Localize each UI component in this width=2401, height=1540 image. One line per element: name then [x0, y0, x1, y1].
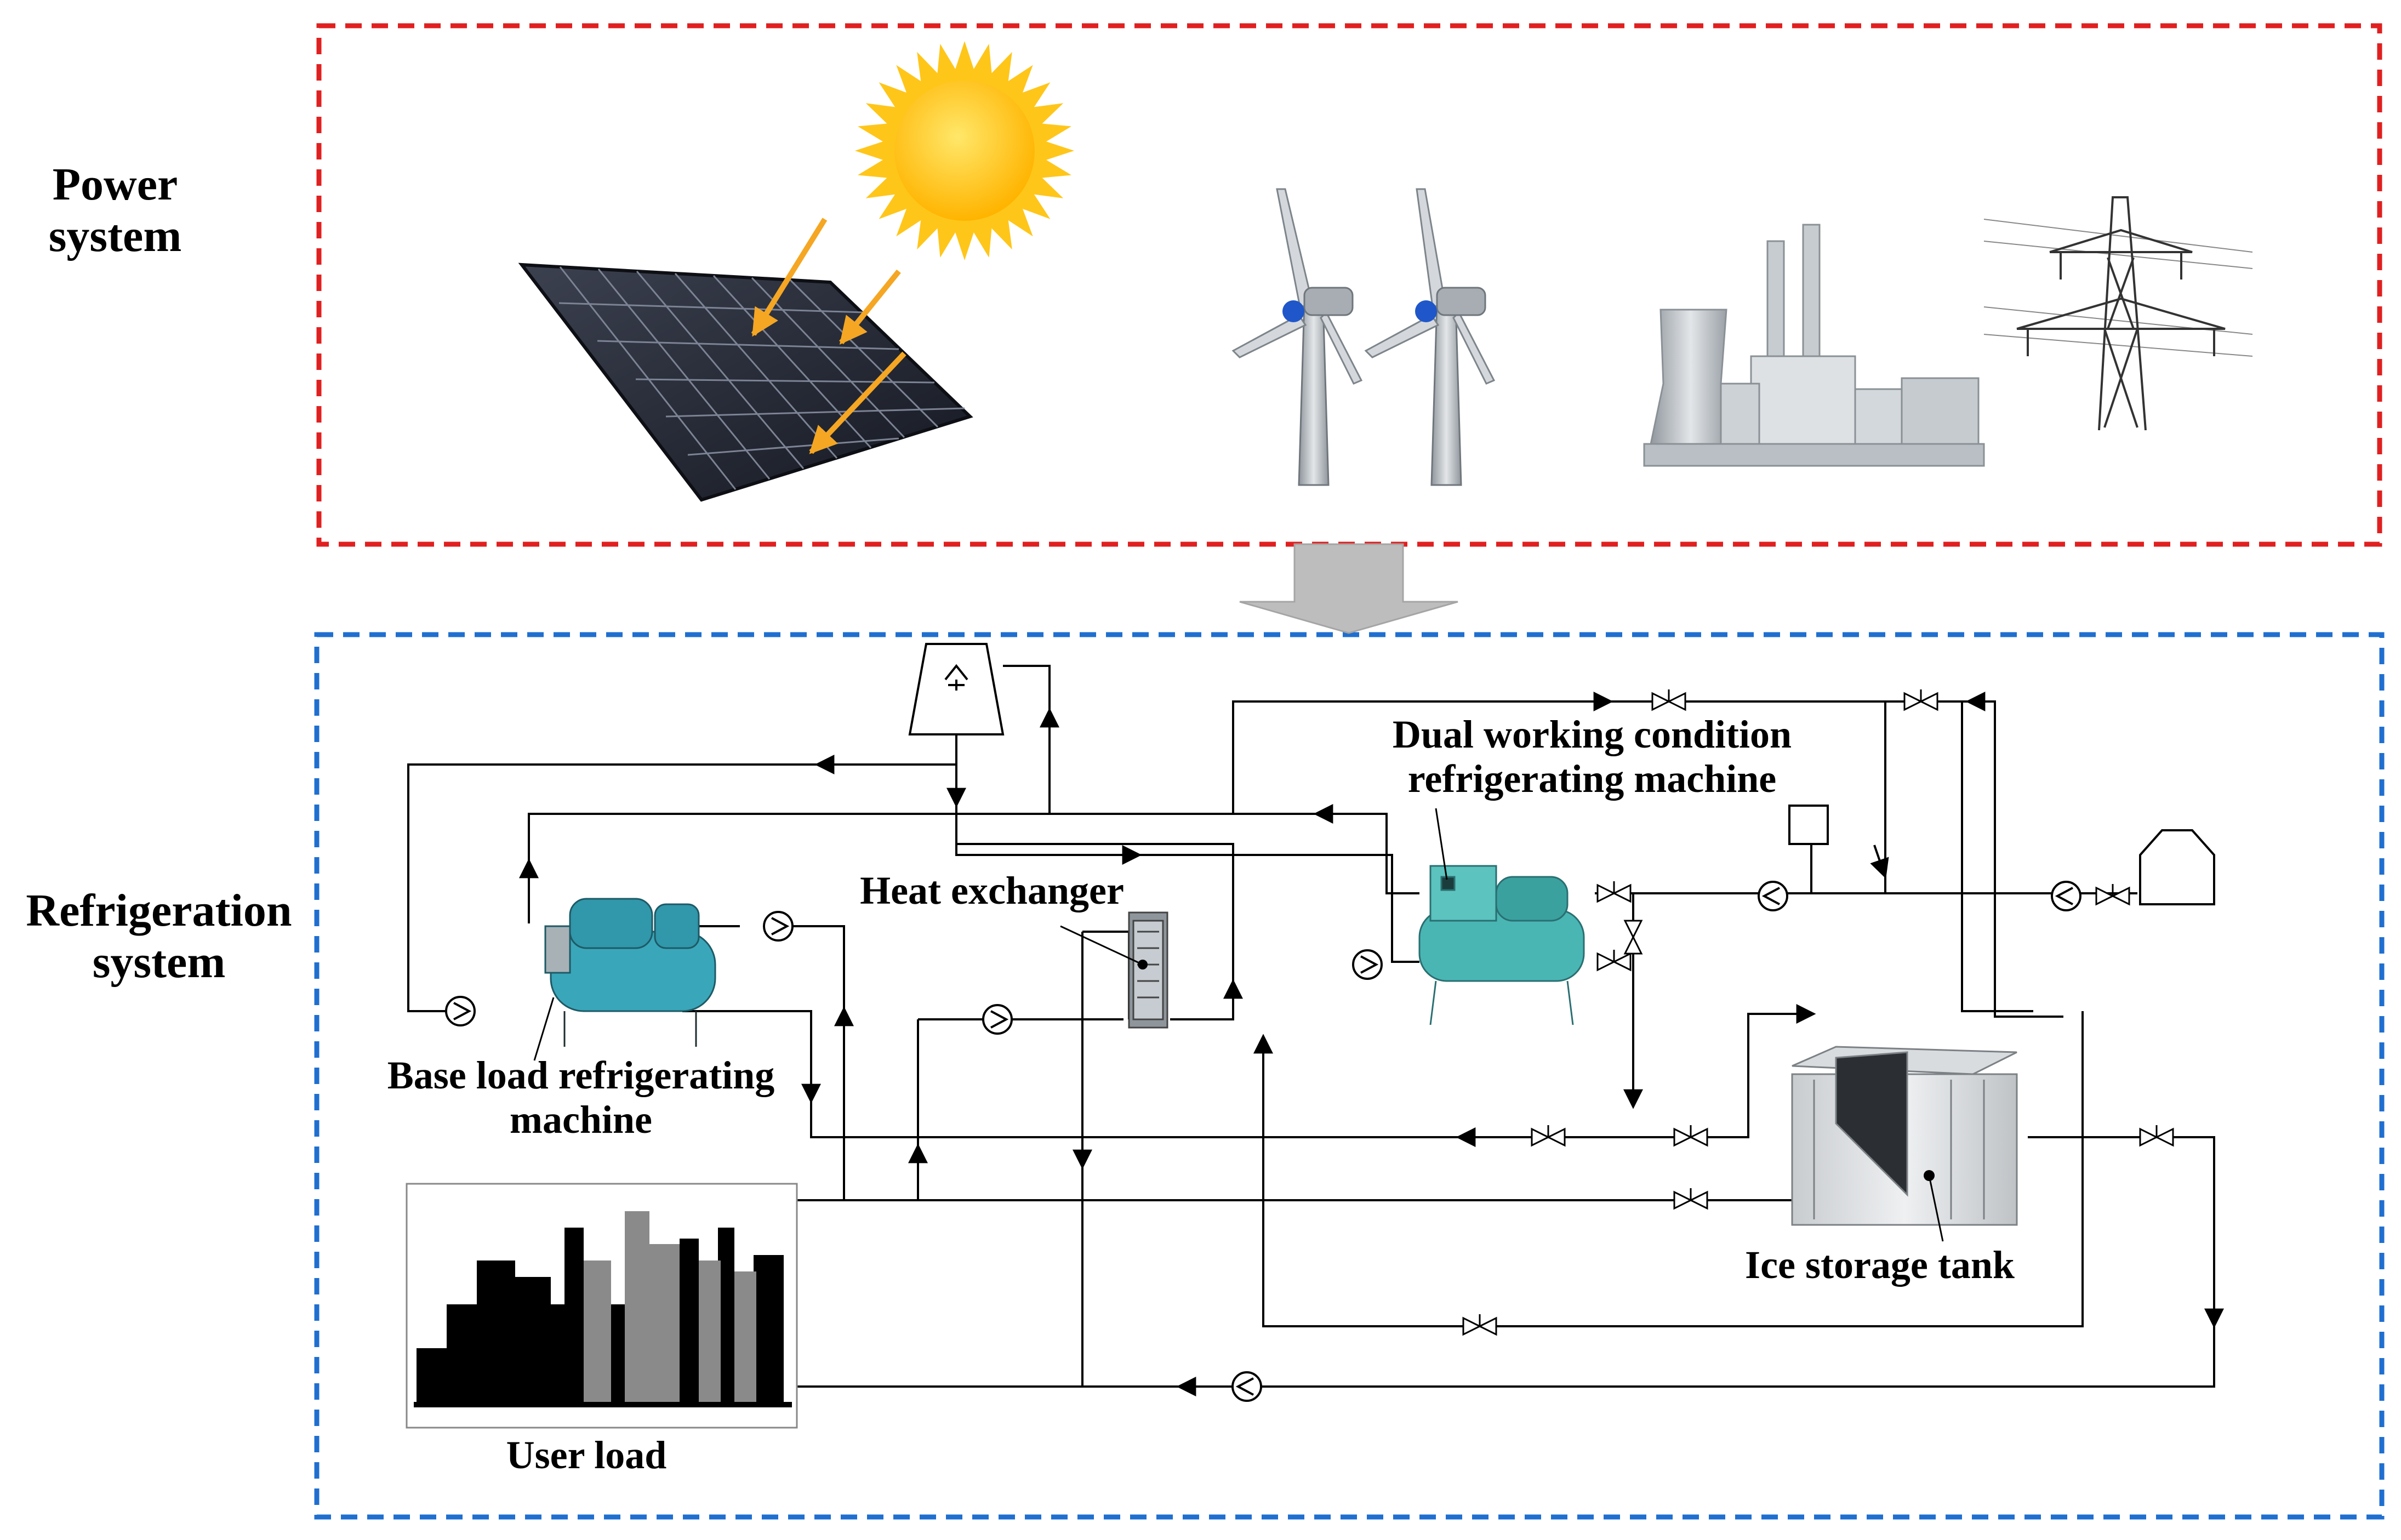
base-machine-leader: [533, 997, 555, 1061]
base-machine-label: Base load refrigerating machine: [387, 1053, 775, 1142]
valve-icon: [1462, 1314, 1497, 1336]
ice-storage-tank-icon: [1791, 1046, 2018, 1226]
pump-icon: [1758, 881, 1788, 911]
city-skyline-icon: [406, 1183, 798, 1429]
pump-icon: [982, 1004, 1013, 1035]
water-tank-icon: [2139, 829, 2215, 905]
solar-panel-icon: [518, 263, 973, 502]
refrigeration-system-label: Refrigeration system: [26, 885, 292, 988]
ice-tank-label: Ice storage tank: [1745, 1243, 2015, 1287]
valve-icon: [1596, 881, 1632, 903]
wind-turbine-icon: [1364, 188, 1496, 486]
valve-icon: [1596, 950, 1632, 972]
valve-icon: [1673, 1125, 1708, 1147]
pump-icon: [763, 911, 794, 942]
pump-icon: [1352, 949, 1383, 980]
valve-icon: [1531, 1125, 1566, 1147]
power-to-refrigeration-arrow: [1239, 543, 1458, 634]
dual-machine-leader: [1435, 808, 1448, 880]
heat-exchanger-leader: [1060, 925, 1143, 966]
sunlight-arrows: [751, 218, 906, 454]
sun-icon: [855, 41, 1074, 260]
heat-exchanger-label: Heat exchanger: [860, 869, 1124, 912]
refrigeration-system-frame: [314, 632, 2385, 1520]
user-load-label: User load: [506, 1433, 667, 1477]
base-load-machine-icon: [544, 898, 716, 1047]
valve-icon: [2095, 884, 2130, 906]
flow-arrows: [519, 692, 2224, 1396]
valve-icon: [1623, 920, 1643, 955]
dual-machine-label: Dual working condition refrigerating mac…: [1392, 712, 1792, 801]
dual-machine-icon: [1418, 865, 1585, 1025]
heat-exchanger-icon: [1128, 911, 1168, 1029]
pump-icon: [445, 996, 476, 1026]
pump-icon: [1231, 1371, 1262, 1402]
ice-tank-leader: [1928, 1175, 1944, 1242]
valve-icon: [1673, 1188, 1708, 1210]
power-system-label: Power system: [48, 159, 182, 262]
power-plant-icon: [1643, 224, 1985, 467]
pump-icon: [2051, 881, 2081, 911]
valve-icon: [2139, 1125, 2174, 1147]
expansion-tank-icon: [1788, 805, 1829, 845]
valve-icon: [1903, 689, 1938, 711]
transmission-tower-icon: [1983, 196, 2253, 431]
cooling-tower-icon: [908, 643, 1005, 735]
valve-icon: [1651, 689, 1686, 711]
wind-turbine-icon: [1231, 188, 1363, 486]
